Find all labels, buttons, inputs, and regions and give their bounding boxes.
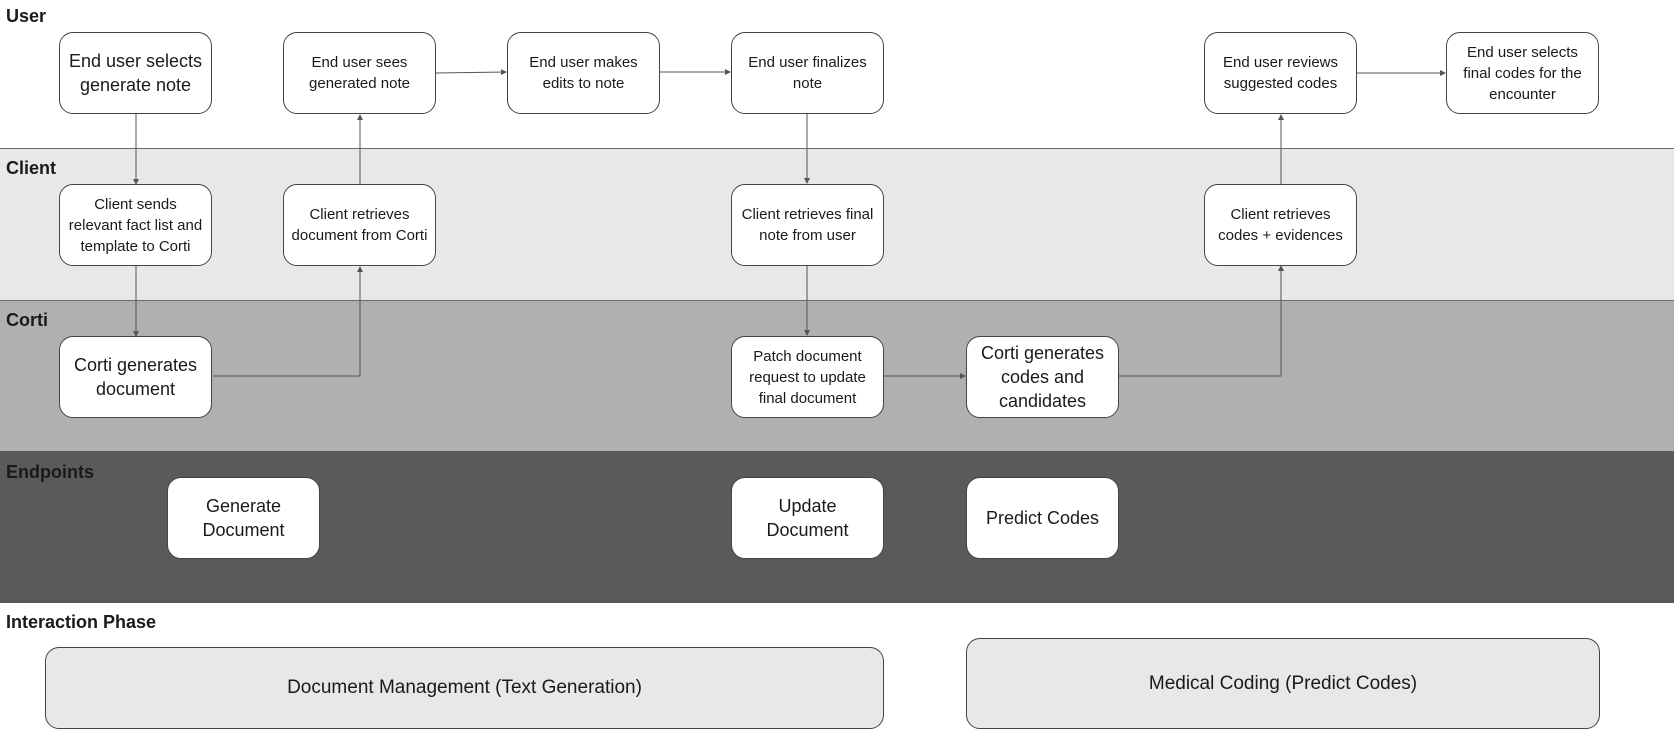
node-user-sees-generated-note: End user sees generated note (283, 32, 436, 114)
endpoint-generate-document: Generate Document (167, 477, 320, 559)
node-client-retrieves-codes: Client retrieves codes + evidences (1204, 184, 1357, 266)
lane-label-corti: Corti (6, 310, 48, 330)
phase-document-management: Document Management (Text Generation) (45, 647, 884, 729)
node-user-reviews-codes: End user reviews suggested codes (1204, 32, 1357, 114)
node-corti-generates-document: Corti generates document (59, 336, 212, 418)
lane-label-client: Client (6, 158, 57, 178)
node-user-finalizes-note: End user finalizes note (731, 32, 884, 114)
node-user-selects-final-codes: End user selects final codes for the enc… (1446, 32, 1599, 114)
node-client-sends-facts: Client sends relevant fact list and temp… (59, 184, 212, 266)
lane-label-endpoints: Endpoints (6, 462, 94, 482)
node-user-makes-edits: End user makes edits to note (507, 32, 660, 114)
phase-medical-coding: Medical Coding (Predict Codes) (966, 638, 1600, 729)
node-client-retrieves-final-note: Client retrieves final note from user (731, 184, 884, 266)
node-corti-generates-codes: Corti generates codes and candidates (966, 336, 1119, 418)
lane-label-interaction-phase: Interaction Phase (6, 612, 157, 632)
node-client-retrieves-document: Client retrieves document from Corti (283, 184, 436, 266)
lane-label-user: User (6, 6, 47, 26)
endpoint-update-document: Update Document (731, 477, 884, 559)
endpoint-predict-codes: Predict Codes (966, 477, 1119, 559)
node-patch-document-request: Patch document request to update final d… (731, 336, 884, 418)
node-user-selects-generate-note: End user selects generate note (59, 32, 212, 114)
